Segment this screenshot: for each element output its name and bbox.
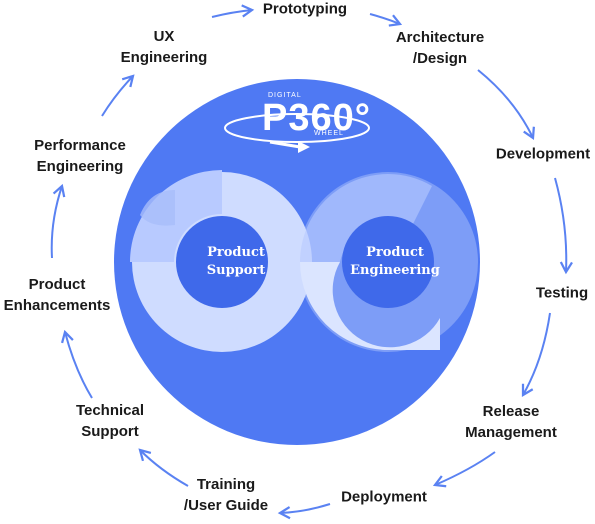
product-engineering-label: Product Engineering [350, 245, 440, 278]
stage-release-management: Release Management [465, 403, 557, 441]
stage-ux-engineering: UX Engineering [120, 28, 208, 66]
stage-development: Development [495, 145, 591, 163]
stage-performance-engineering: Performance Engineering [34, 137, 126, 175]
brand-sub-text: WHEEL [314, 130, 344, 137]
product-support-label: Product Support [206, 245, 266, 278]
stage-technical-support: Technical Support [75, 402, 145, 440]
stage-prototyping: Prototyping [262, 0, 348, 18]
stage-training-user-guide: Training /User Guide [183, 476, 269, 514]
infinity-symbol [130, 170, 478, 352]
stage-deployment: Deployment [341, 488, 427, 506]
brand-top-text: DIGITAL [268, 92, 302, 99]
cycle-arrows [50, 4, 573, 520]
stage-testing: Testing [535, 284, 589, 302]
stage-architecture-design: Architecture /Design [395, 29, 485, 67]
brand-logo-text: P360° [262, 97, 371, 139]
stage-product-enhancements: Product Enhancements [3, 276, 111, 314]
